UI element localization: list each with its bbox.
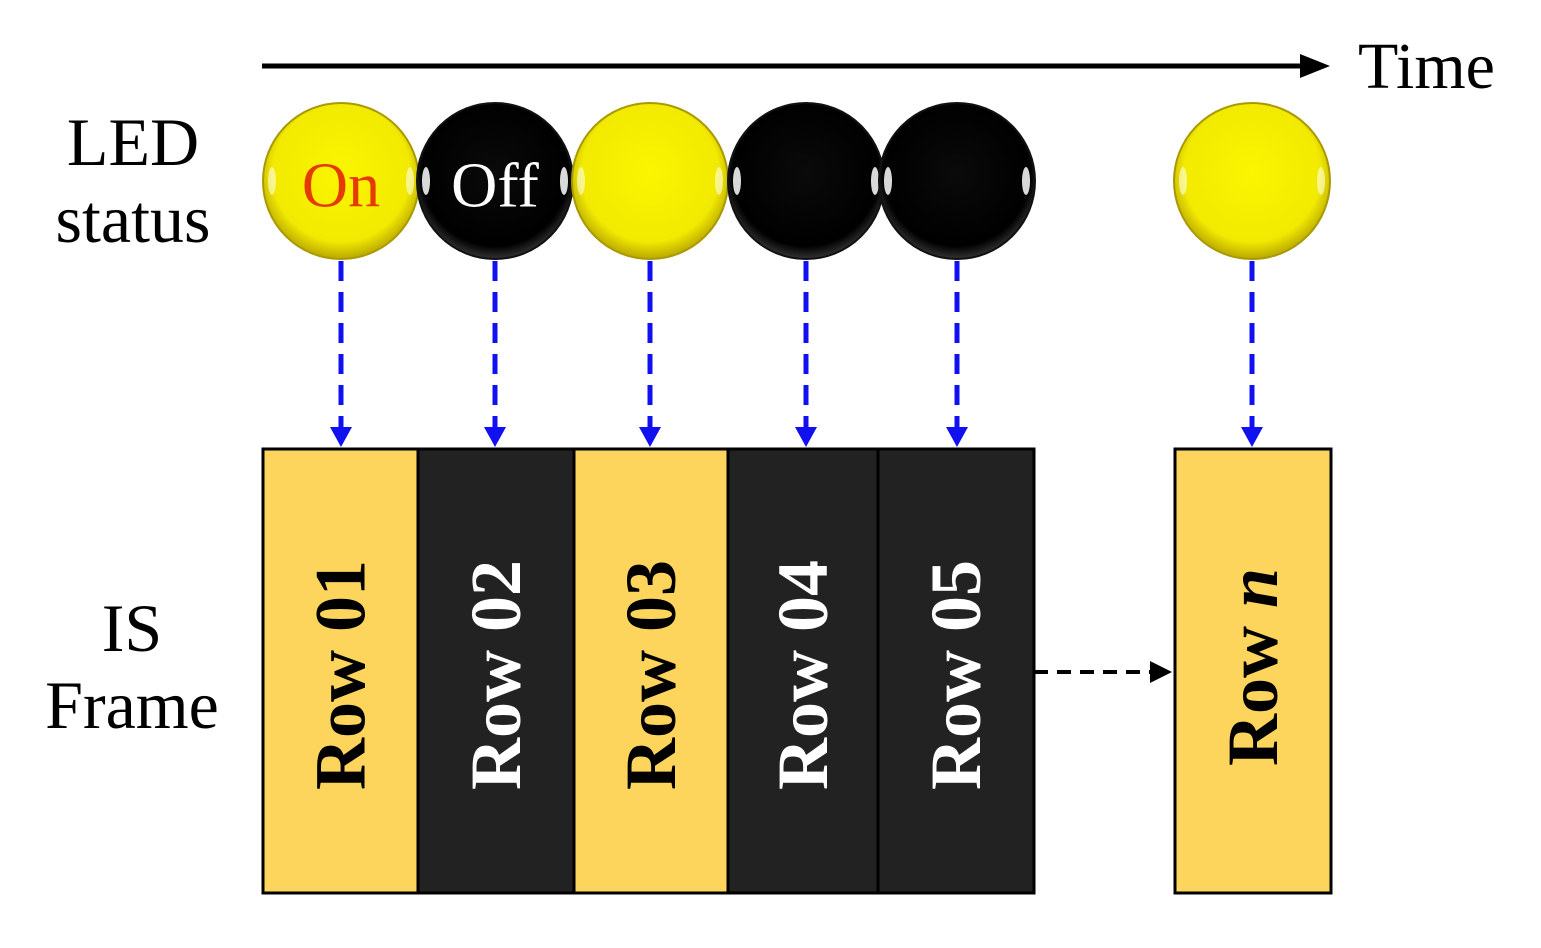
is-frame-label-line1: IS: [101, 590, 163, 666]
led-status-label-line1: LED: [66, 104, 200, 180]
connector-3: [639, 261, 661, 447]
is-row-2: Row 02: [416, 447, 576, 895]
led-highlight-right: [560, 167, 568, 195]
led-highlight-right: [1022, 167, 1030, 195]
led-highlight-right: [1317, 167, 1325, 195]
is-row-5: Row 05: [876, 447, 1036, 895]
led-to-row-connectors: [330, 261, 1263, 447]
led-highlight-right: [871, 167, 879, 195]
led-highlight-left: [577, 167, 585, 195]
continuation-arrowhead: [1150, 661, 1172, 683]
is-row-label: Row 04: [763, 560, 843, 790]
led-bulb: [878, 102, 1036, 260]
led-highlight-left: [268, 167, 276, 195]
led-bulb: [1173, 102, 1331, 260]
is-row-cell: [261, 447, 420, 895]
connector-6: [1241, 261, 1263, 447]
is-row-4: Row 04: [726, 447, 880, 895]
led-6: [1173, 102, 1331, 260]
is-frame-label-line2: Frame: [45, 666, 219, 743]
connector-1: [330, 261, 352, 447]
connector-arrowhead: [484, 427, 506, 447]
is-row-label: Row n: [1213, 568, 1293, 766]
led-status-text: Off: [451, 150, 539, 221]
is-row-cell: [1173, 447, 1333, 895]
is-row-cell: [726, 447, 880, 895]
is-row-cell: [876, 447, 1036, 895]
led-highlight-right: [715, 167, 723, 195]
is-row-6: Row n: [1173, 447, 1333, 895]
connector-arrowhead: [946, 427, 968, 447]
connector-arrowhead: [1241, 427, 1263, 447]
led-4: [727, 102, 885, 260]
led-highlight-left: [1179, 167, 1187, 195]
is-row-label: Row 03: [611, 560, 691, 790]
connector-2: [484, 261, 506, 447]
is-frame-label: IS Frame: [20, 590, 244, 744]
connector-arrowhead: [330, 427, 352, 447]
is-row-label: Row 01: [301, 560, 381, 790]
led-status-text: On: [302, 150, 380, 221]
led-highlight-left: [422, 167, 430, 195]
led-3: [571, 102, 729, 260]
led-highlight-right: [406, 167, 414, 195]
is-frame-rows: Row 01 Row 02 Row 03 Row 04 Row 05 Row n: [261, 447, 1333, 895]
led-2: Off: [416, 102, 574, 260]
led-5: [878, 102, 1036, 260]
time-axis-arrowhead: [1300, 54, 1330, 78]
led-status-label: LED status: [28, 104, 238, 258]
connector-5: [946, 261, 968, 447]
is-row-label: Row 02: [456, 560, 536, 790]
led-status-label-line2: status: [55, 180, 211, 257]
connector-arrowhead: [795, 427, 817, 447]
led-bulb: [571, 102, 729, 260]
led-bulb: [727, 102, 885, 260]
led-row: On Off: [262, 102, 1331, 260]
connector-4: [795, 261, 817, 447]
is-row-cell: [572, 447, 730, 895]
is-row-label: Row 05: [916, 560, 996, 790]
time-axis-label: Time: [1358, 30, 1495, 103]
connector-arrowhead: [639, 427, 661, 447]
led-1: On: [262, 102, 420, 260]
is-row-3: Row 03: [572, 447, 730, 895]
led-highlight-left: [733, 167, 741, 195]
led-highlight-left: [884, 167, 892, 195]
is-row-1: Row 01: [261, 447, 420, 895]
